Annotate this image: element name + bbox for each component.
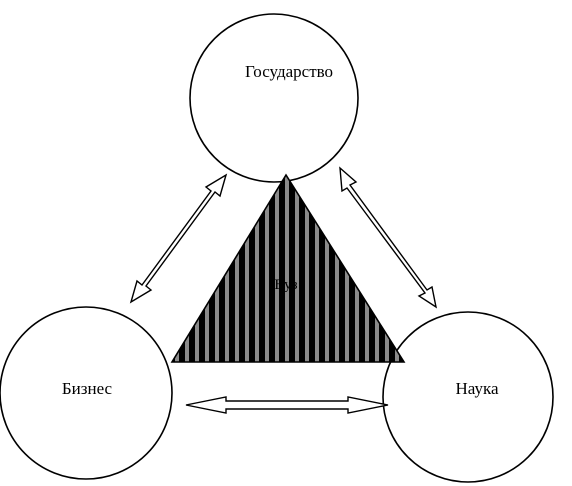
arrow-business-science: [185, 396, 389, 414]
business-label: Бизнес: [62, 379, 113, 398]
arrow-state-business: [129, 173, 228, 304]
center-triangle: [170, 173, 406, 363]
state-circle: [189, 13, 359, 183]
center-label: Вуз: [274, 277, 297, 293]
science-label: Наука: [455, 379, 498, 398]
state-label: Государство: [245, 62, 333, 81]
business-circle: [0, 306, 173, 480]
arrow-state-science: [339, 166, 438, 309]
science-circle: [382, 311, 554, 483]
